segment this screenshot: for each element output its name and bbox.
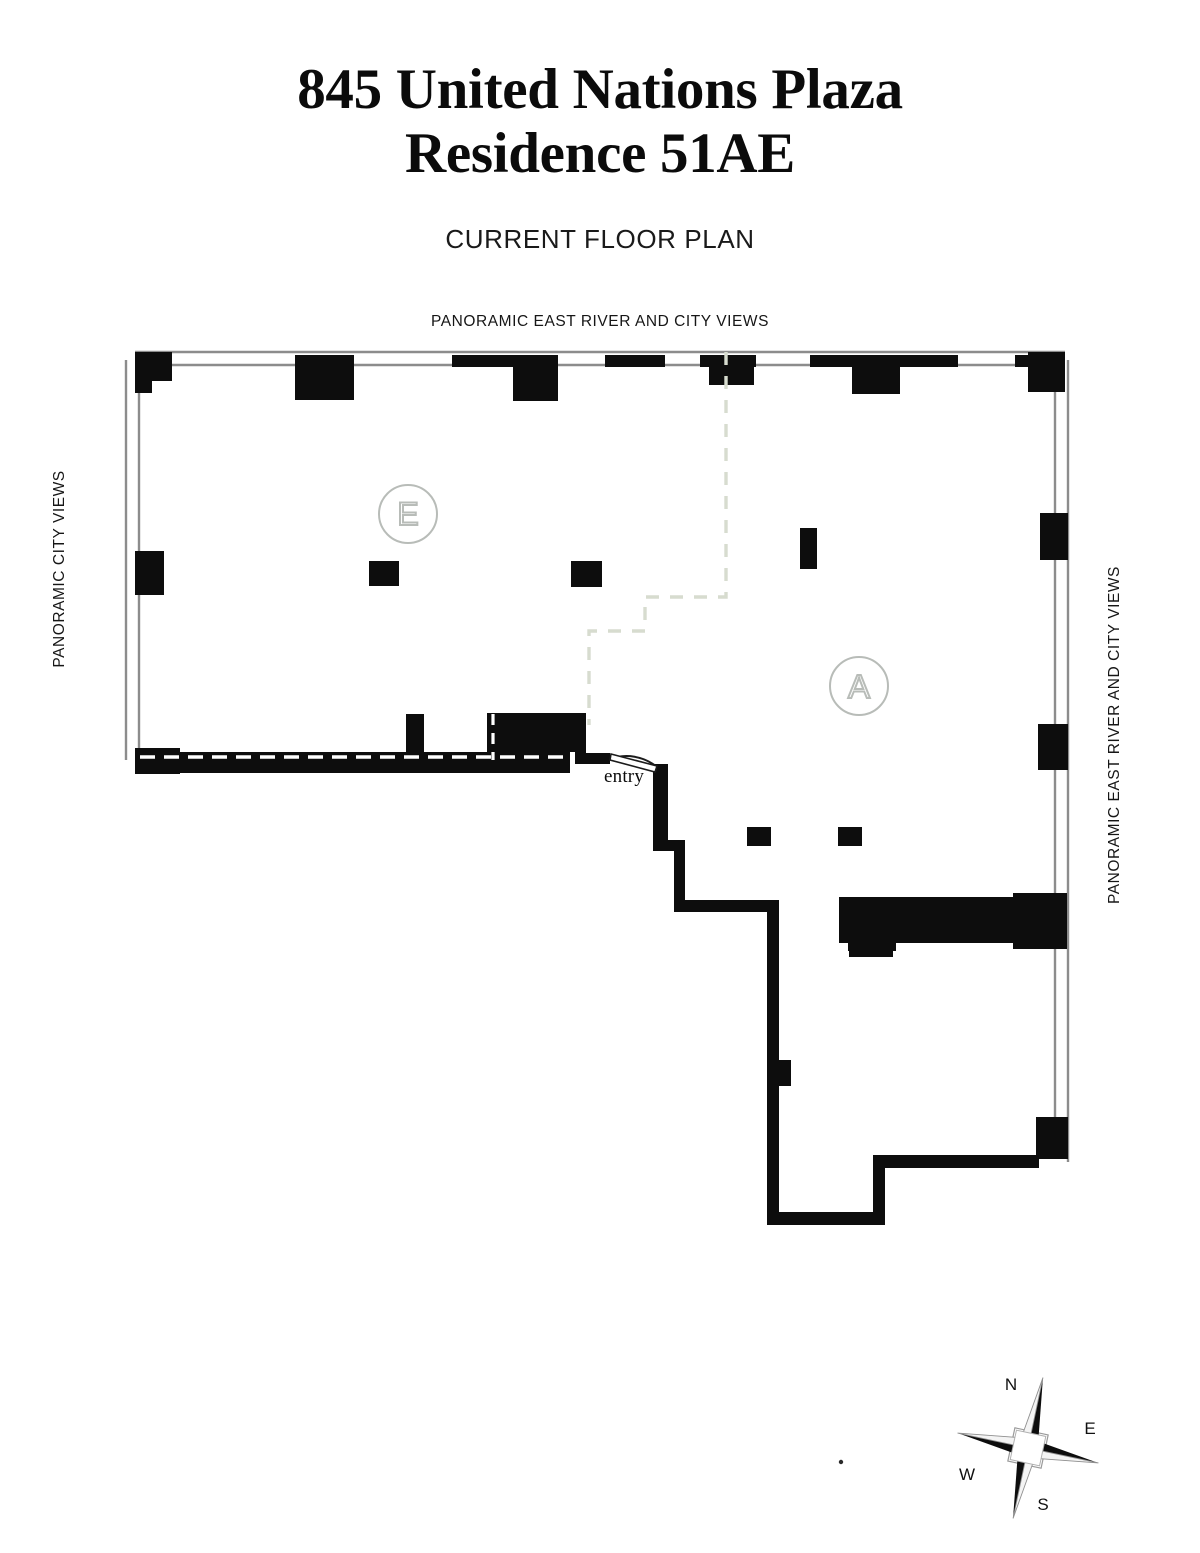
title-line-1: 845 United Nations Plaza xyxy=(297,58,903,121)
interior-columns xyxy=(369,528,862,846)
view-label-top: PANORAMIC EAST RIVER AND CITY VIEWS xyxy=(431,313,769,330)
unit-wall-outline xyxy=(135,713,1039,1225)
zone-marker-a-letter: A xyxy=(848,668,870,705)
compass-north-label: N xyxy=(1005,1375,1017,1394)
compass-west-label: W xyxy=(959,1465,975,1484)
compass-rose xyxy=(957,1377,1099,1519)
document-header: 845 United Nations Plaza Residence 51AE … xyxy=(0,0,1200,255)
page-title: 845 United Nations Plaza Residence 51AE xyxy=(0,0,1200,186)
structural-columns-side xyxy=(135,513,1068,1159)
zone-marker-a: A xyxy=(829,656,889,716)
compass-south-label: S xyxy=(1037,1495,1048,1514)
structural-columns-top xyxy=(135,352,1065,401)
stray-ink-dot xyxy=(838,1459,844,1465)
page-subtitle: CURRENT FLOOR PLAN xyxy=(445,223,755,254)
zone-marker-e: E xyxy=(378,484,438,544)
compass-east-label: E xyxy=(1084,1419,1095,1438)
entry-door xyxy=(609,753,659,773)
zone-marker-e-letter: E xyxy=(397,496,418,532)
view-label-left: PANORAMIC CITY VIEWS xyxy=(51,470,68,668)
title-line-2: Residence 51AE xyxy=(404,121,795,185)
compass-labels: N E S W xyxy=(959,1375,1096,1514)
entry-label: entry xyxy=(604,766,645,787)
view-label-right: PANORAMIC EAST RIVER AND CITY VIEWS xyxy=(1106,566,1123,904)
lower-right-wall-mass xyxy=(839,893,1067,957)
dashed-partition-line xyxy=(587,352,728,725)
